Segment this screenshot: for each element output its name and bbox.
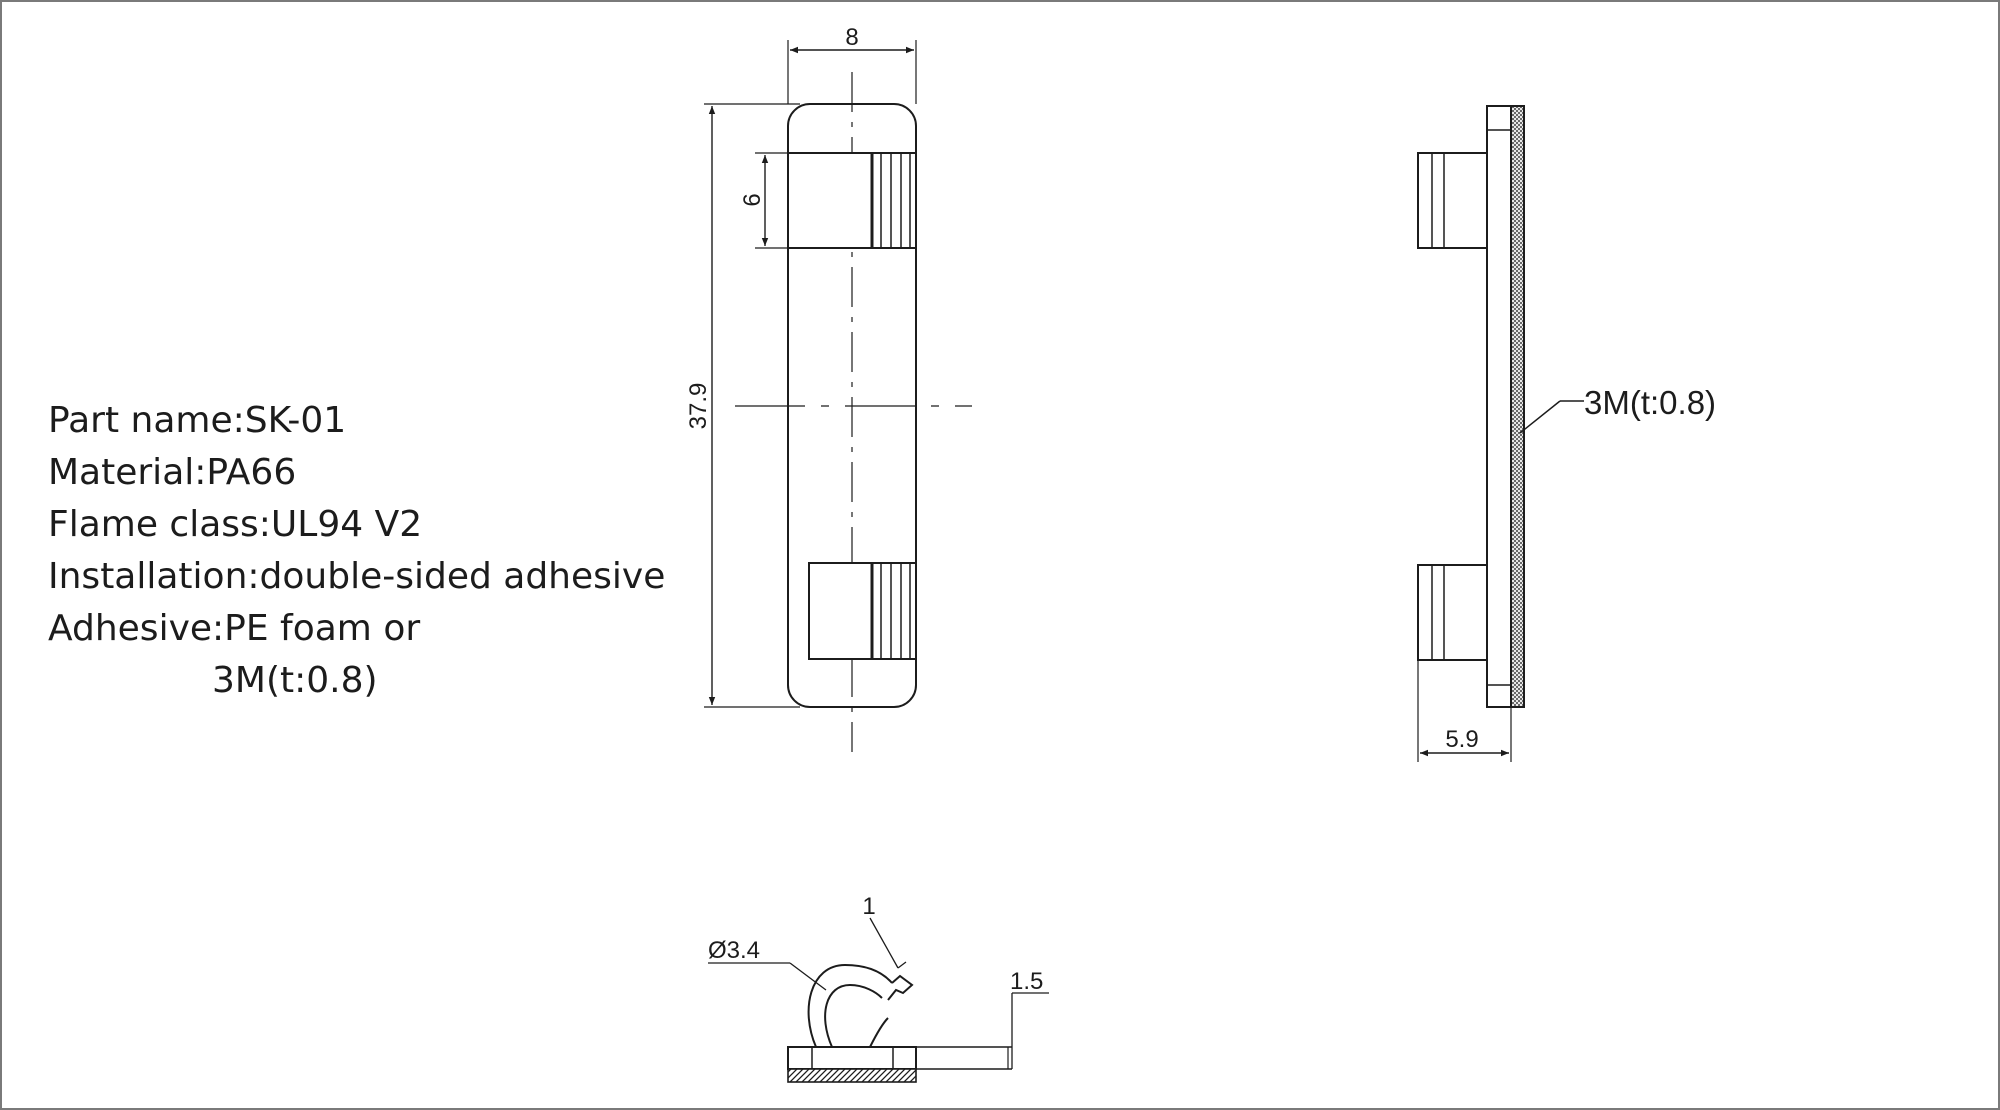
adhesive-callout-label: 3M(t:0.8): [1584, 384, 1716, 421]
spec-part-name: Part name:SK-01: [48, 400, 347, 441]
front-view: 8 37.9 6: [685, 24, 972, 752]
side-view-adhesive-layer: [1510, 105, 1525, 708]
wall-thickness-callout: 1: [862, 893, 907, 969]
spec-adhesive-alternative: 3M(t:0.8): [212, 660, 378, 701]
width-dimension-label: 8: [845, 24, 858, 51]
profile-view-c-clip: [807, 963, 914, 1048]
front-view-lower-clip: [808, 562, 917, 660]
front-view-body-outline: [787, 103, 917, 708]
adhesive-callout: 3M(t:0.8): [1519, 384, 1716, 434]
spec-adhesive: Adhesive:PE foam or: [48, 608, 421, 649]
profile-view: Ø3.4 1 1.5: [708, 893, 1049, 1083]
depth-dimension: 5.9: [1417, 660, 1512, 762]
side-view-lower-clip: [1417, 564, 1488, 661]
side-view-base-plate: [1486, 105, 1512, 708]
wall-thickness-label: 1: [862, 893, 875, 920]
side-view: 5.9 3M(t:0.8): [1417, 105, 1716, 762]
hole-diameter-label: Ø3.4: [708, 937, 760, 964]
spec-installation: Installation:double-sided adhesive: [48, 556, 666, 597]
profile-view-adhesive-hatch: [787, 1068, 917, 1083]
height-dimension: 37.9: [685, 103, 800, 708]
depth-dimension-label: 5.9: [1445, 726, 1478, 753]
front-view-upper-clip: [787, 152, 917, 249]
side-view-upper-clip: [1417, 152, 1488, 249]
part-specification: Part name:SK-01 Material:PA66 Flame clas…: [48, 395, 665, 707]
spec-material: Material:PA66: [48, 452, 297, 493]
width-dimension: 8: [787, 24, 917, 104]
base-thickness-label: 1.5: [1010, 968, 1043, 995]
clip-height-dimension-label: 6: [739, 193, 766, 206]
base-thickness-callout: 1.5: [1010, 968, 1049, 1069]
spec-flame-class: Flame class:UL94 V2: [48, 504, 423, 545]
hole-diameter-callout: Ø3.4: [708, 937, 827, 991]
clip-height-dimension: 6: [739, 152, 788, 249]
profile-view-base: [787, 1046, 917, 1070]
height-dimension-label: 37.9: [685, 383, 712, 430]
